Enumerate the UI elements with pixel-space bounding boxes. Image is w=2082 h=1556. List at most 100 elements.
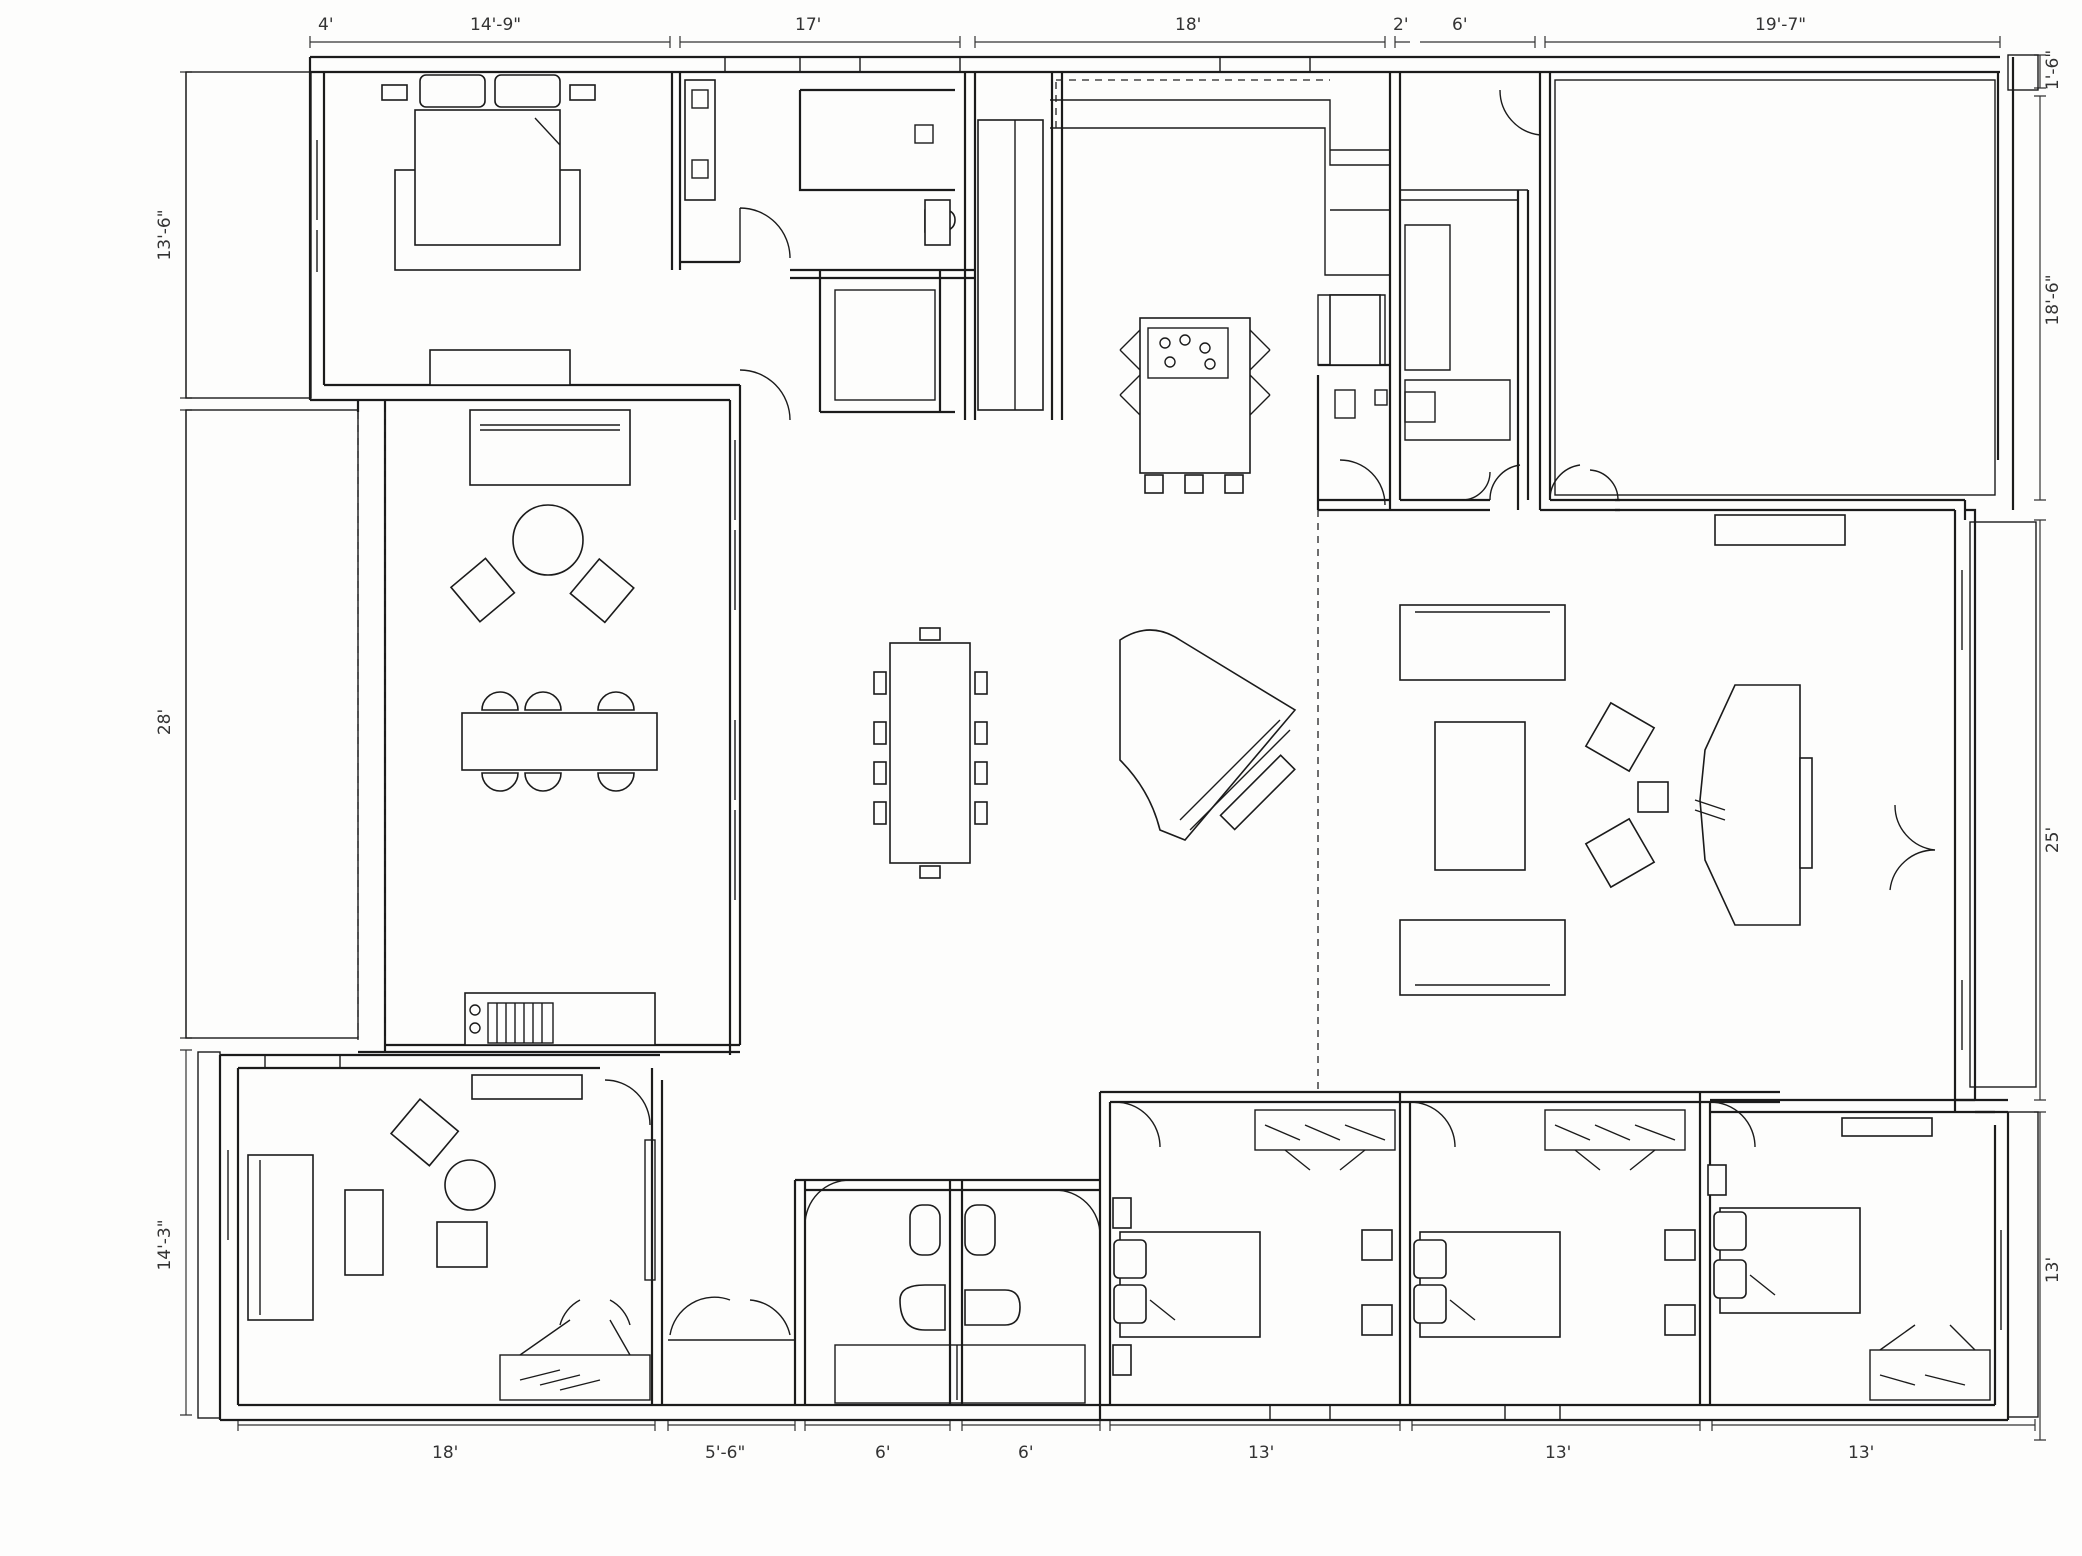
coffee-table [344,1189,384,1276]
counter-west [977,119,1044,411]
dining-chair [873,761,887,785]
fireplace-hearth [1714,514,1846,546]
armchair [569,557,635,624]
room-outline [1554,79,1996,496]
armchair [1584,817,1656,889]
armchair [436,1221,488,1268]
nightstand [381,84,408,101]
pillow [419,74,486,108]
dim-top-7: 19'-7" [1755,15,1806,35]
deck-west [185,409,359,1039]
pillow [1413,1284,1447,1324]
sofa [1399,604,1566,681]
dining-table [889,642,971,864]
sink-laundry [1404,391,1436,423]
master-bath [684,79,956,401]
long-table [461,712,658,771]
nightstand [1112,1197,1132,1229]
shower-drain [914,124,934,144]
dim-right-3: 25' [2043,827,2063,853]
dresser [1841,1117,1933,1137]
pillow [1713,1211,1747,1251]
pillow [494,74,561,108]
tub [834,289,936,401]
coffee-table [1434,721,1526,871]
toilet-powder [1334,389,1356,419]
deck-southeast [2007,1111,2039,1418]
dimension-lines-right: 1'-6" 18'-6" 25' 13' [2034,50,2063,1441]
closet [1254,1109,1396,1151]
dim-bottom-4: 6' [1018,1443,1034,1463]
dimension-lines-bottom: 18' 5'-6" 6' 6' 13' 13' 13' [237,1419,2036,1463]
side-table [1637,781,1669,813]
bedroom-south-2 [1361,1109,1686,1338]
closet [1544,1109,1686,1151]
toilet [899,1284,946,1331]
pillow [1413,1239,1447,1279]
dim-bottom-3: 6' [875,1443,891,1463]
dim-left-1: 13'-6" [155,209,175,260]
master-bedroom [381,74,596,386]
sofa [247,1154,314,1321]
sofa [469,409,631,486]
sink [691,159,709,179]
fireplace-insert [1699,684,1801,926]
vanity [684,79,716,201]
deck-southwest [197,1051,221,1419]
fireplace-mantel [1799,757,1813,869]
fridge [1329,294,1381,366]
dim-top-5: 2' [1393,15,1409,35]
kitchen-island [1139,317,1251,474]
closet [499,1354,651,1401]
dim-top-3: 17' [795,15,821,35]
piano-bench [1219,754,1296,831]
deck-northeast [2007,54,2039,91]
nightstand [1112,1344,1132,1376]
shelf [644,1139,656,1281]
round-table [512,504,584,576]
pillow [1713,1259,1747,1299]
master-bed-mattress [414,109,561,246]
dim-bottom-1: 18' [432,1443,458,1463]
dimension-lines-top: 4' 14'-9" 17' 18' 2' 6' 19'-7" [309,15,2001,48]
dining-chair [974,721,988,745]
walls [218,55,2015,1422]
windows [219,57,2009,1420]
stool [1224,474,1244,494]
dim-top-6: 6' [1452,15,1468,35]
nightstand [1664,1304,1696,1336]
dining-chair [974,671,988,695]
dim-top-1: 4' [318,15,334,35]
dim-right-4: 13' [2043,1257,2063,1283]
dining-chair [919,865,941,879]
sink [909,1204,941,1256]
toilet [964,1289,1021,1326]
dining-chair [873,801,887,825]
bedroom-south-1 [1112,1109,1396,1376]
kitchen [977,119,1436,494]
stair-fixture [487,1002,554,1044]
hall-bath [834,1204,1086,1404]
nightstand [1361,1229,1393,1261]
dim-top-2: 14'-9" [470,15,521,35]
armchair [449,557,516,623]
east-living [1399,514,1846,996]
doors [559,89,1936,1336]
deck-east [1969,521,2037,1088]
family-room [247,1074,656,1401]
east-bedroom [1554,79,1996,496]
dim-right-1: 1'-6" [2043,50,2063,90]
west-den [449,409,658,1046]
dresser [429,349,571,386]
cooktop [1147,327,1229,379]
nightstand [1664,1229,1696,1261]
dim-right-2: 18'-6" [2043,274,2063,325]
closet [1869,1349,1991,1401]
sink [691,89,709,109]
dining-chair [873,671,887,695]
dining-area [873,627,988,879]
sink-powder [1374,389,1388,406]
stool [1184,474,1204,494]
cabinet [464,992,656,1046]
dining-chair [974,761,988,785]
